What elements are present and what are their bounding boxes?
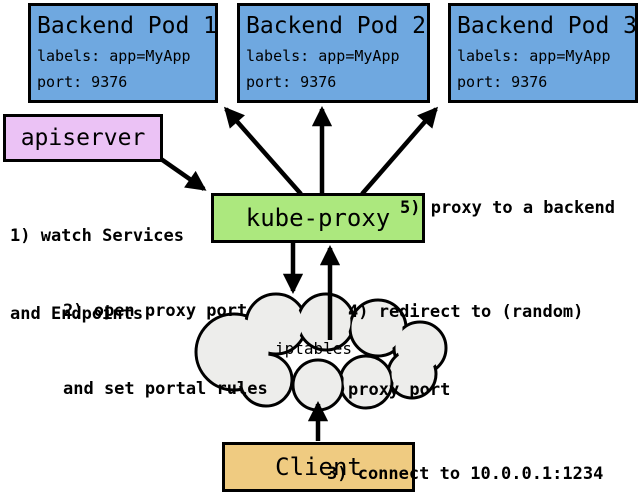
client-box: Client xyxy=(222,442,415,492)
step5-label: 5) proxy to a backend xyxy=(400,143,615,273)
arrow-watch-services xyxy=(159,157,207,191)
step1-line1: 1) watch Services xyxy=(10,226,184,246)
step2-line2: and set portal rules xyxy=(63,379,268,399)
backend-pod-3-box: Backend Pod 3 labels: app=MyApp port: 93… xyxy=(448,3,638,103)
apiserver-label: apiserver xyxy=(20,125,146,151)
pod-title: Backend Pod 1 xyxy=(37,13,218,39)
arrow-proxy-to-pod-1 xyxy=(223,106,303,196)
pod-port: port: 9376 xyxy=(246,73,337,91)
pod-port: port: 9376 xyxy=(37,73,128,91)
pod-labels: labels: app=MyApp xyxy=(37,47,191,65)
step1-label: 1) watch Services and Endpoints xyxy=(10,171,184,379)
kube-proxy-box: kube-proxy xyxy=(211,193,425,243)
arrow-proxy-to-pod-3 xyxy=(360,106,438,196)
step4-line2: proxy port xyxy=(348,380,451,400)
step1-line2: and Endpoints xyxy=(10,304,144,324)
step3-line1: 3) connect to 10.0.0.1:1234 xyxy=(327,464,604,484)
step3-label: 3) connect to 10.0.0.1:1234 xyxy=(327,409,603,494)
pod-port: port: 9376 xyxy=(457,73,548,91)
iptables-cloud xyxy=(194,292,448,412)
backend-pod-2-box: Backend Pod 2 labels: app=MyApp port: 93… xyxy=(237,3,430,103)
pod-labels: labels: app=MyApp xyxy=(457,47,611,65)
step4-label: 4) redirect to (random) proxy port xyxy=(348,247,583,455)
kube-proxy-label: kube-proxy xyxy=(245,204,391,232)
step5-line1: 5) proxy to a backend xyxy=(400,198,615,218)
pod-title: Backend Pod 2 xyxy=(246,13,427,39)
backend-pod-1-box: Backend Pod 1 labels: app=MyApp port: 93… xyxy=(28,3,218,103)
step2-line1: 2) open proxy port xyxy=(63,301,248,321)
pod-labels: labels: app=MyApp xyxy=(246,47,400,65)
apiserver-box: apiserver xyxy=(3,114,163,162)
iptables-label: iptables xyxy=(275,339,353,358)
step4-line1: 4) redirect to (random) xyxy=(348,302,584,322)
step2-label: 2) open proxy port and set portal rules xyxy=(63,246,268,454)
client-label: Client xyxy=(275,453,362,481)
pod-title: Backend Pod 3 xyxy=(457,13,638,39)
